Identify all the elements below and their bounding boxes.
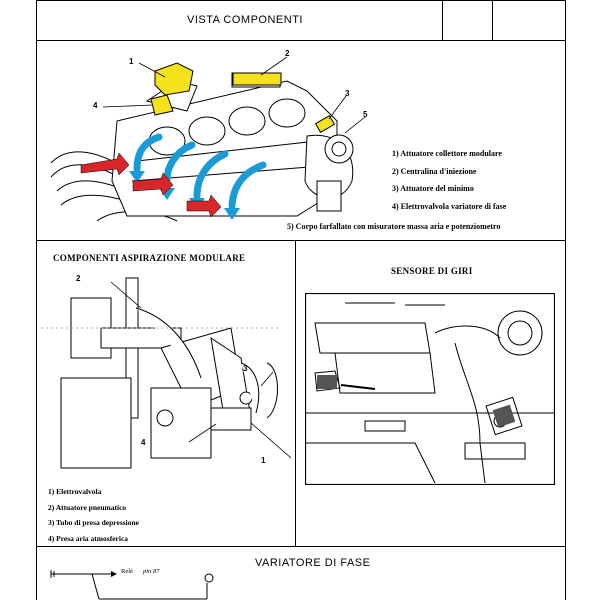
idle-actuator-shape (314, 114, 336, 134)
left-callout-1: 1 (261, 456, 266, 465)
injection-ecu-shape (232, 72, 282, 86)
bottom-section-title: VARIATORE DI FASE (255, 557, 371, 569)
relay-label: Relè (121, 568, 133, 575)
left-legend-item: 1) Elettrovalvola (48, 487, 102, 496)
top-border (37, 0, 565, 1)
modular-intake-illustration (41, 277, 291, 469)
document-sheet: VISTA COMPONENTI (36, 0, 566, 600)
top-legend-item: 2) Centralina d'iniezione (392, 166, 477, 176)
section-divider-2 (37, 546, 565, 547)
right-section-title: SENSORE DI GIRI (391, 266, 473, 276)
header-divider-2 (492, 0, 493, 40)
phase-variator-solenoid-shape (150, 94, 174, 116)
header-bottom-rule (37, 40, 565, 41)
top-callout-3: 3 (345, 89, 350, 98)
pin-label: pin 87 (143, 568, 160, 575)
top-legend-item: 1) Attuatore collettore modulare (392, 149, 502, 158)
header-divider-1 (442, 0, 443, 40)
left-callout-4: 4 (141, 438, 146, 447)
middle-column-divider (295, 240, 296, 546)
left-callout-2: 2 (76, 274, 81, 283)
top-legend-item: 4) Elettrovalvola variatore di fase (392, 201, 507, 211)
left-section-title: COMPONENTI ASPIRAZIONE MODULARE (53, 253, 246, 263)
left-legend-item: 2) Attuatore pneumatico (48, 502, 127, 512)
modular-manifold-actuator-shape (154, 62, 194, 96)
header-title: VISTA COMPONENTI (187, 14, 303, 26)
left-legend: 1) Elettrovalvola 2) Attuatore pneumatic… (48, 484, 139, 546)
top-legend: 1) Attuatore collettore modulare 2) Cent… (392, 145, 506, 215)
top-legend-item: 3) Attuatore del minimo (392, 184, 474, 193)
left-legend-item: 3) Tubo di presa depressione (48, 518, 139, 527)
top-callout-2: 2 (285, 49, 290, 58)
top-legend-item: 5) Corpo farfallato con misuratore massa… (287, 222, 501, 231)
top-callout-5: 5 (363, 110, 368, 119)
top-callout-4: 4 (93, 101, 98, 110)
phase-variator-wiring (50, 570, 214, 600)
intake-manifold-illustration (50, 56, 366, 222)
left-callout-3: 3 (243, 364, 248, 373)
rpm-sensor-photo (305, 293, 555, 485)
top-callout-1: 1 (129, 57, 134, 66)
left-legend-item: 4) Presa aria atmosferica (48, 533, 129, 543)
section-divider-1 (37, 240, 565, 241)
